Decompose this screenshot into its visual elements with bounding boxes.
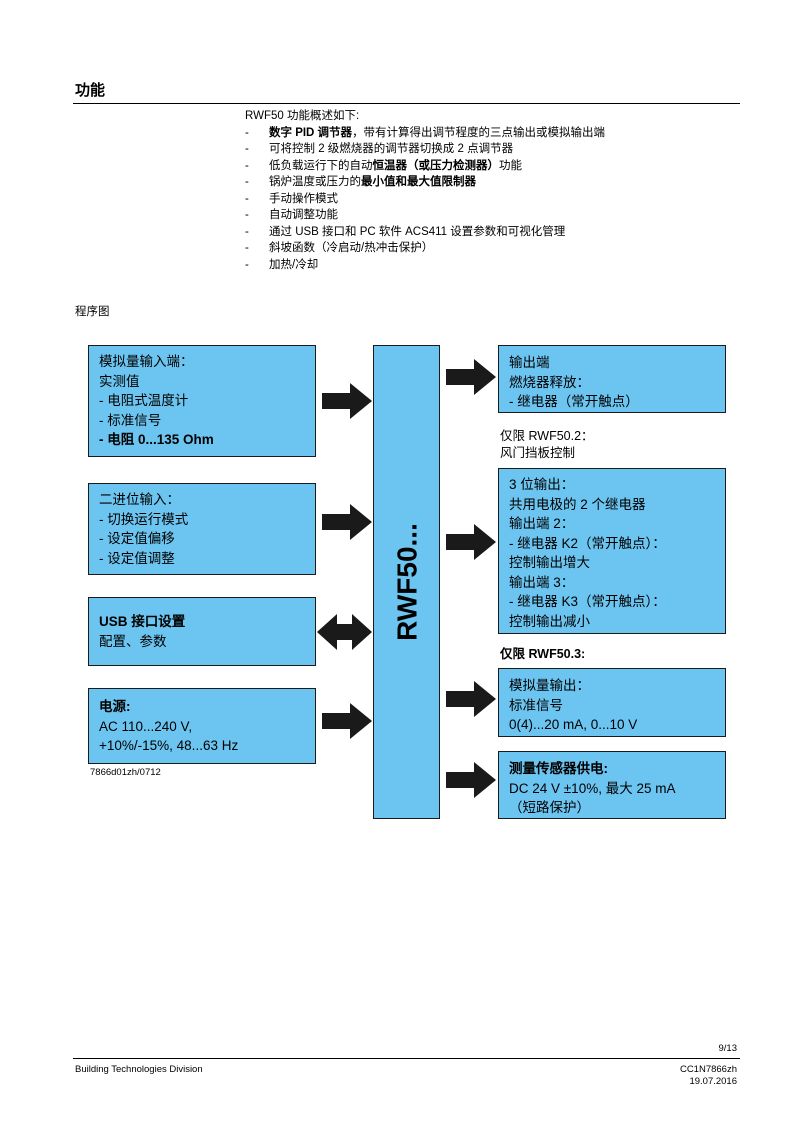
box-line: USB 接口设置 bbox=[99, 614, 186, 629]
box-line: 控制输出减小 bbox=[509, 613, 590, 629]
feature-text: 功能 bbox=[499, 159, 522, 172]
box-line: +10%/-15%, 48...63 Hz bbox=[99, 738, 239, 753]
feature-text: 自动调整功能 bbox=[269, 209, 338, 221]
feature-text-bold: 数字 PID 调节器 bbox=[269, 126, 353, 139]
feature-text: 加热/冷却 bbox=[269, 258, 319, 271]
feature-item: - 自动调整功能 bbox=[245, 207, 605, 224]
bullet-dash: - bbox=[245, 143, 249, 155]
feature-text: 斜坡函数（冷启动/热冲击保护） bbox=[269, 242, 434, 254]
intro-text: RWF50 功能概述如下: bbox=[245, 110, 360, 122]
feature-text: 可将控制 2 级燃烧器的调节器切换成 2 点调节器 bbox=[269, 143, 514, 155]
arrow-binary-in-icon bbox=[322, 504, 372, 540]
feature-text: 低负载运行下的自动 bbox=[269, 159, 373, 172]
figure-label: 程序图 bbox=[75, 306, 110, 318]
arrow-analog-in-icon bbox=[322, 383, 372, 419]
arrow-sensor-supply-icon bbox=[446, 762, 496, 798]
usb-interface-box: USB 接口设置 配置、参数 bbox=[88, 597, 316, 666]
feature-item: - 锅炉温度或压力的最小值和最大值限制器 bbox=[245, 174, 605, 191]
sensor-supply-box: 测量传感器供电: DC 24 V ±10%, 最大 25 mA （短路保护） bbox=[498, 751, 726, 819]
feature-text-bold: 恒温器（或压力检测器） bbox=[372, 159, 500, 172]
bullet-dash: - bbox=[245, 126, 249, 139]
bullet-dash: - bbox=[245, 209, 249, 221]
feature-text: 通过 USB 接口和 PC 软件 ACS411 设置参数和可视化管理 bbox=[269, 225, 566, 238]
bullet-dash: - bbox=[245, 258, 249, 271]
box-line: 配置、参数 bbox=[99, 633, 167, 649]
box-line: - 继电器（常开触点） bbox=[509, 394, 639, 409]
header-rule bbox=[73, 103, 740, 104]
box-line: AC 110...240 V, bbox=[99, 718, 193, 734]
bullet-dash: - bbox=[245, 242, 249, 254]
box-line: - 电阻式温度计 bbox=[99, 393, 189, 408]
box-line: 测量传感器供电: bbox=[509, 761, 608, 776]
feature-text-bold: 最小值和最大值限制器 bbox=[361, 176, 476, 188]
feature-item: - 手动操作模式 bbox=[245, 191, 605, 208]
box-line: 二进位输入： bbox=[99, 492, 180, 507]
box-line: - 标准信号 bbox=[99, 412, 162, 428]
rwf502-note-title: 仅限 RWF50.2： bbox=[500, 429, 594, 443]
bullet-dash: - bbox=[245, 192, 249, 205]
feature-text: ，带有计算得出调节程度的三点输出或模拟输出端 bbox=[352, 126, 606, 139]
feature-item: - 斜坡函数（冷启动/热冲击保护） bbox=[245, 240, 605, 257]
box-line: 标准信号 bbox=[509, 697, 563, 713]
box-line: 0(4)...20 mA, 0...10 V bbox=[509, 717, 638, 732]
feature-list: - 数字 PID 调节器，带有计算得出调节程度的三点输出或模拟输出端 - 可将控制 2… bbox=[245, 125, 605, 274]
bullet-dash: - bbox=[245, 176, 249, 188]
arrow-usb-bidirectional-icon bbox=[317, 614, 372, 650]
rwf502-note-subtitle: 风门挡板控制 bbox=[500, 446, 576, 460]
box-line: - 继电器 K3（常开触点）： bbox=[509, 594, 666, 609]
binary-input-box: 二进位输入： - 切换运行模式 - 设定值偏移 - 设定值调整 bbox=[88, 483, 316, 575]
footer-rule bbox=[73, 1058, 740, 1059]
drawing-code: 7866d01zh/0712 bbox=[90, 767, 161, 778]
box-line: DC 24 V ±10%, 最大 25 mA bbox=[509, 780, 676, 796]
bullet-dash: - bbox=[245, 159, 249, 172]
division-name: Building Technologies Division bbox=[75, 1064, 203, 1075]
box-line: - 设定值调整 bbox=[99, 550, 175, 566]
feature-item: - 通过 USB 接口和 PC 软件 ACS411 设置参数和可视化管理 bbox=[245, 224, 605, 241]
rwf502-note: 仅限 RWF50.2： 风门挡板控制 bbox=[500, 428, 594, 462]
box-line: 3 位输出： bbox=[509, 477, 575, 492]
intro-block: RWF50 功能概述如下: - 数字 PID 调节器，带有计算得出调节程度的三点输… bbox=[245, 108, 605, 273]
analog-output-box: 模拟量输出： 标准信号 0(4)...20 mA, 0...10 V bbox=[498, 668, 726, 737]
analog-input-box: 模拟量输入端： 实测值 - 电阻式温度计 - 标准信号 - 电阻 0...135… bbox=[88, 345, 316, 457]
rwf503-note: 仅限 RWF50.3: bbox=[500, 647, 586, 661]
box-line: （短路保护） bbox=[509, 800, 590, 815]
feature-item: - 加热/冷却 bbox=[245, 257, 605, 274]
box-line: - 电阻 0...135 Ohm bbox=[99, 432, 214, 447]
rwf50-unit-block: RWF50... bbox=[373, 345, 440, 819]
document-id: CC1N7866zh bbox=[679, 1064, 737, 1075]
feature-item: - 低负载运行下的自动恒温器（或压力检测器）功能 bbox=[245, 158, 605, 175]
page-number: 9/13 bbox=[718, 1043, 738, 1054]
section-heading: 功能 bbox=[75, 82, 106, 99]
feature-text: 锅炉温度或压力的 bbox=[269, 176, 361, 188]
box-line: - 切换运行模式 bbox=[99, 511, 189, 527]
box-line: 输出端 3： bbox=[509, 574, 575, 590]
feature-item: - 可将控制 2 级燃烧器的调节器切换成 2 点调节器 bbox=[245, 141, 605, 158]
burner-release-box: 输出端 燃烧器释放： - 继电器（常开触点） bbox=[498, 345, 726, 413]
box-line: 共用电极的 2 个继电器 bbox=[509, 496, 646, 512]
box-line: 模拟量输出： bbox=[509, 678, 590, 693]
box-line: - 继电器 K2（常开触点）： bbox=[509, 535, 666, 551]
document-date: 19.07.2016 bbox=[689, 1076, 737, 1087]
box-line: 模拟量输入端： bbox=[99, 354, 194, 369]
feature-item: - 数字 PID 调节器，带有计算得出调节程度的三点输出或模拟输出端 bbox=[245, 125, 605, 142]
box-line: 实测值 bbox=[99, 373, 140, 389]
arrow-burner-release-icon bbox=[446, 359, 496, 395]
power-supply-box: 电源: AC 110...240 V, +10%/-15%, 48...63 H… bbox=[88, 688, 316, 764]
arrow-three-position-icon bbox=[446, 524, 496, 560]
bullet-dash: - bbox=[245, 225, 249, 238]
box-line: - 设定值偏移 bbox=[99, 531, 175, 546]
box-line: 燃烧器释放： bbox=[509, 374, 590, 390]
three-position-output-box: 3 位输出： 共用电极的 2 个继电器 输出端 2： - 继电器 K2（常开触点… bbox=[498, 468, 726, 634]
box-line: 控制输出增大 bbox=[509, 555, 590, 570]
box-line: 电源: bbox=[99, 699, 131, 714]
arrow-power-in-icon bbox=[322, 703, 372, 739]
box-line: 输出端 bbox=[509, 355, 550, 370]
feature-text: 手动操作模式 bbox=[269, 192, 338, 205]
arrow-analog-out-icon bbox=[446, 681, 496, 717]
box-line: 输出端 2： bbox=[509, 516, 575, 531]
